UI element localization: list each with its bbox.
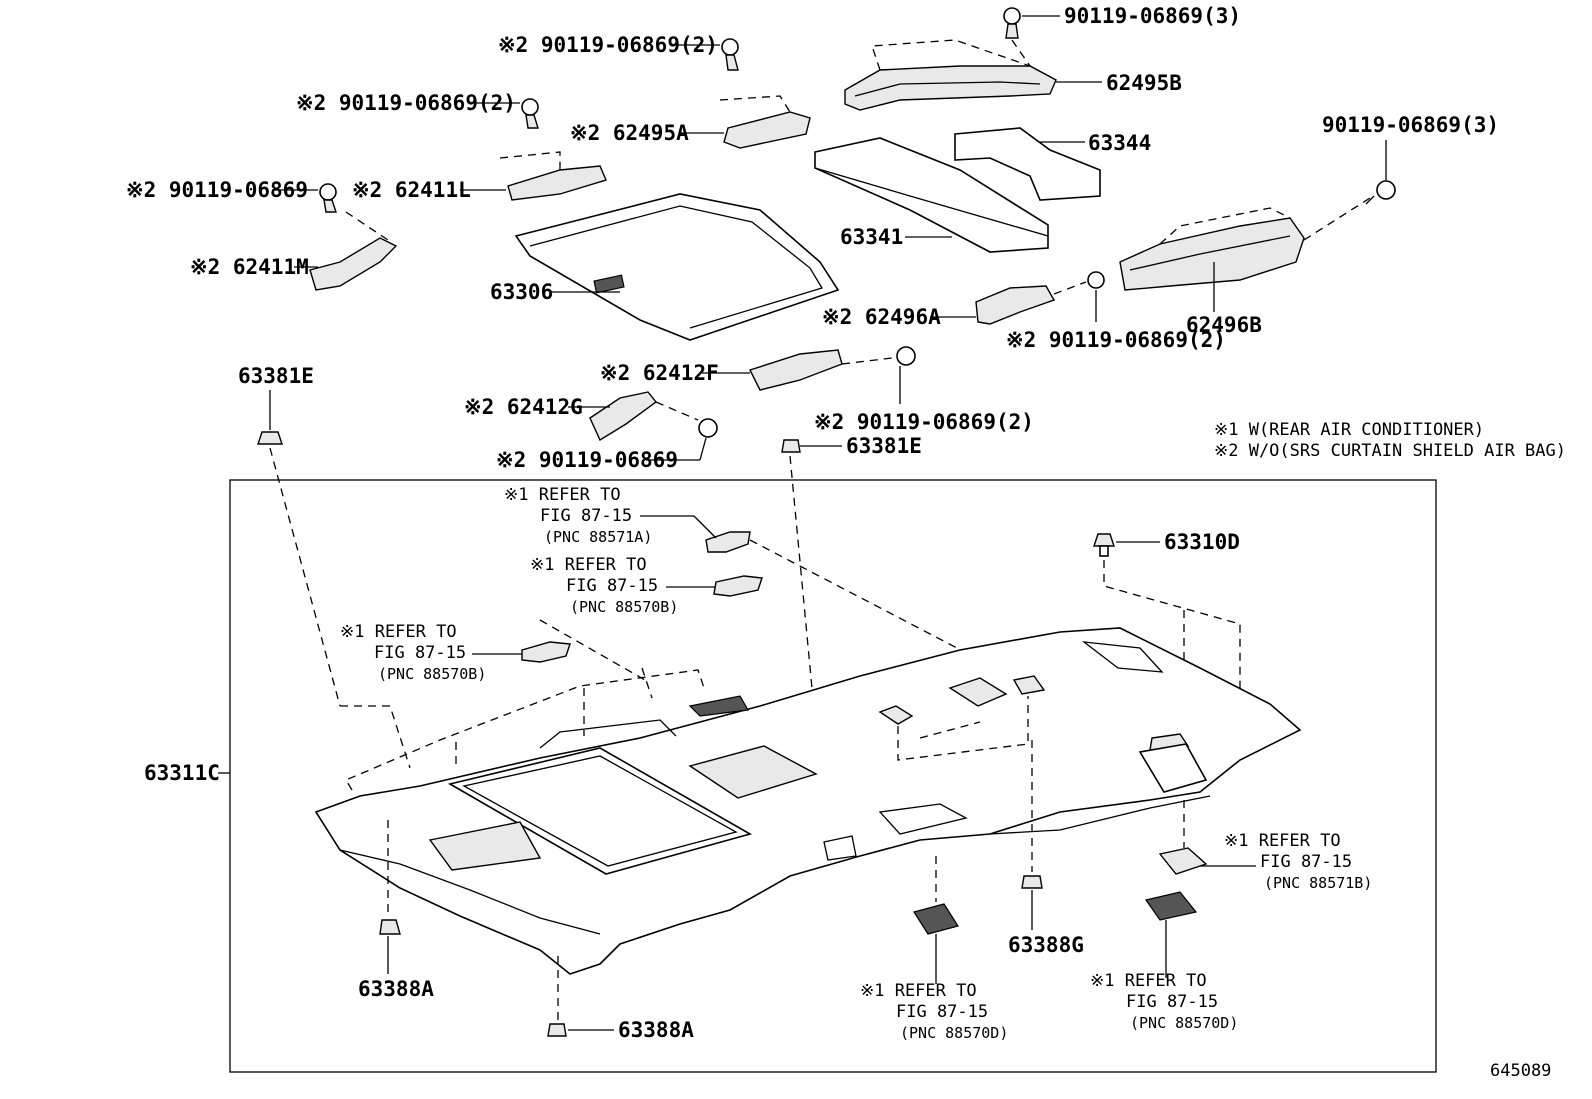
clip-63381e-left	[257, 431, 283, 445]
bolt-62411m	[319, 183, 337, 213]
bolt-62411l	[521, 98, 539, 129]
part-62412g	[589, 391, 658, 442]
part-63306	[514, 193, 840, 341]
callout-90119-06869-left: ※2 90119-06869	[126, 178, 308, 202]
ref-88570b-left-line1: ※1 REFER TO	[340, 622, 457, 642]
ref-88571b-line2: FIG 87-15	[1260, 852, 1352, 872]
callout-62411m: ※2 62411M	[190, 255, 309, 279]
callout-63341: 63341	[840, 225, 903, 249]
clip-63388a-left	[379, 919, 401, 935]
bolt-62495a	[721, 38, 739, 71]
callout-90119-06869-2-b: ※2 90119-06869(2)	[296, 91, 516, 115]
callout-63311c: 63311C	[144, 761, 220, 785]
ref-88571a-line2: FIG 87-15	[540, 506, 632, 526]
headliner-frame	[229, 479, 1437, 1073]
ref-88570b-upper-line3: (PNC 88570B)	[570, 598, 678, 616]
part-62495a	[719, 95, 811, 149]
callout-62496b: 62496B	[1186, 313, 1262, 337]
part-63341	[814, 137, 1049, 253]
callout-90119-06869-2-c: ※2 90119-06869(2)	[1006, 328, 1226, 352]
diagram-id: 645089	[1490, 1061, 1551, 1081]
bolt-top-right	[1003, 7, 1021, 39]
part-88571a	[705, 531, 751, 553]
legend-line-2: ※2 W/O(SRS CURTAIN SHIELD AIR BAG)	[1214, 441, 1566, 461]
callout-90119-06869-e: ※2 90119-06869	[496, 448, 678, 472]
clip-63310d	[1093, 533, 1115, 557]
ref-88570d-center-line1: ※1 REFER TO	[860, 981, 977, 1001]
ref-88571b-line3: (PNC 88571B)	[1264, 874, 1372, 892]
bolt-62412g	[698, 418, 718, 438]
part-62496a	[975, 285, 1056, 325]
part-62411m	[309, 211, 398, 291]
part-63311c	[314, 627, 1302, 975]
part-88570d-center	[913, 903, 959, 935]
callout-63381e-right: 63381E	[846, 434, 922, 458]
bolt-62412f	[896, 346, 916, 366]
part-62411l	[499, 151, 607, 201]
ref-88570d-right-line1: ※1 REFER TO	[1090, 971, 1207, 991]
ref-88571a-line3: (PNC 88571A)	[544, 528, 652, 546]
part-62412f	[749, 349, 843, 391]
ref-88570b-left-line3: (PNC 88570B)	[378, 665, 486, 683]
clip-63388a-bottom	[547, 1023, 567, 1037]
callout-63388a-left: 63388A	[358, 977, 434, 1001]
ref-88570b-upper-line2: FIG 87-15	[566, 576, 658, 596]
ref-88570d-center-line2: FIG 87-15	[896, 1002, 988, 1022]
callout-90119-06869-2-d: ※2 90119-06869(2)	[814, 410, 1034, 434]
callout-62411l: ※2 62411L	[352, 178, 471, 202]
ref-88570b-left-line2: FIG 87-15	[374, 643, 466, 663]
callout-63388a-bottom: 63388A	[618, 1018, 694, 1042]
clip-63381e-right	[781, 439, 801, 453]
callout-90119-06869-3-right: 90119-06869(3)	[1322, 113, 1499, 137]
ref-88571a-line1: ※1 REFER TO	[504, 485, 621, 505]
ref-88570b-upper-line1: ※1 REFER TO	[530, 555, 647, 575]
ref-88571b-line1: ※1 REFER TO	[1224, 831, 1341, 851]
callout-63310d: 63310D	[1164, 530, 1240, 554]
ref-88570d-right-line3: (PNC 88570D)	[1130, 1014, 1238, 1032]
bolt-right	[1365, 180, 1396, 205]
clip-63388g	[1021, 875, 1043, 889]
callout-90119-06869-2-a: ※2 90119-06869(2)	[498, 33, 718, 57]
part-63344	[954, 127, 1101, 201]
part-88570b-left	[521, 641, 571, 663]
bolt-62496a	[1087, 271, 1105, 289]
part-88570d-right	[1145, 891, 1198, 921]
callout-62495a: ※2 62495A	[570, 121, 689, 145]
callout-63388g: 63388G	[1008, 933, 1084, 957]
callout-62495b: 62495B	[1106, 71, 1182, 95]
part-62495b	[844, 39, 1057, 111]
part-88570b-upper	[713, 575, 763, 597]
ref-88570d-center-line3: (PNC 88570D)	[900, 1024, 1008, 1042]
part-62496b	[1119, 197, 1371, 291]
callout-62496a: ※2 62496A	[822, 305, 941, 329]
callout-63381e-left: 63381E	[238, 364, 314, 388]
callout-63306: 63306	[490, 280, 553, 304]
callout-63344: 63344	[1088, 131, 1151, 155]
legend-line-1: ※1 W(REAR AIR CONDITIONER)	[1214, 420, 1484, 440]
callout-62412f: ※2 62412F	[600, 361, 719, 385]
callout-62412g: ※2 62412G	[464, 395, 583, 419]
ref-88570d-right-line2: FIG 87-15	[1126, 992, 1218, 1012]
callout-90119-06869-3-top: 90119-06869(3)	[1064, 4, 1241, 28]
part-88571b	[1158, 847, 1208, 875]
